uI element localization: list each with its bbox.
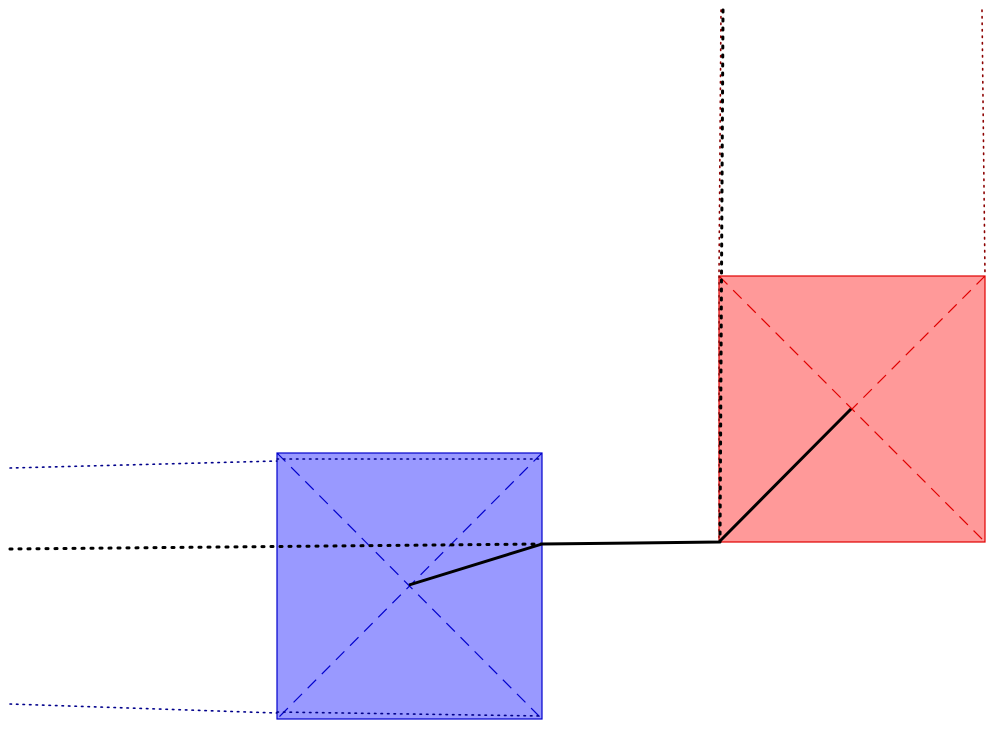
red-left-projection-line bbox=[718, 9, 722, 277]
black-connector-path bbox=[408, 407, 853, 587]
blue-upper-projection-line bbox=[9, 460, 278, 469]
blue-lower-projection-line bbox=[9, 703, 278, 714]
red-right-projection-line bbox=[981, 9, 986, 277]
blue-square-bottom-dotted-edge bbox=[276, 711, 543, 717]
black-vertical-guide bbox=[718, 8, 725, 544]
red-square-diagonal-b bbox=[718, 275, 986, 543]
black-horizontal-guide bbox=[8, 542, 544, 551]
